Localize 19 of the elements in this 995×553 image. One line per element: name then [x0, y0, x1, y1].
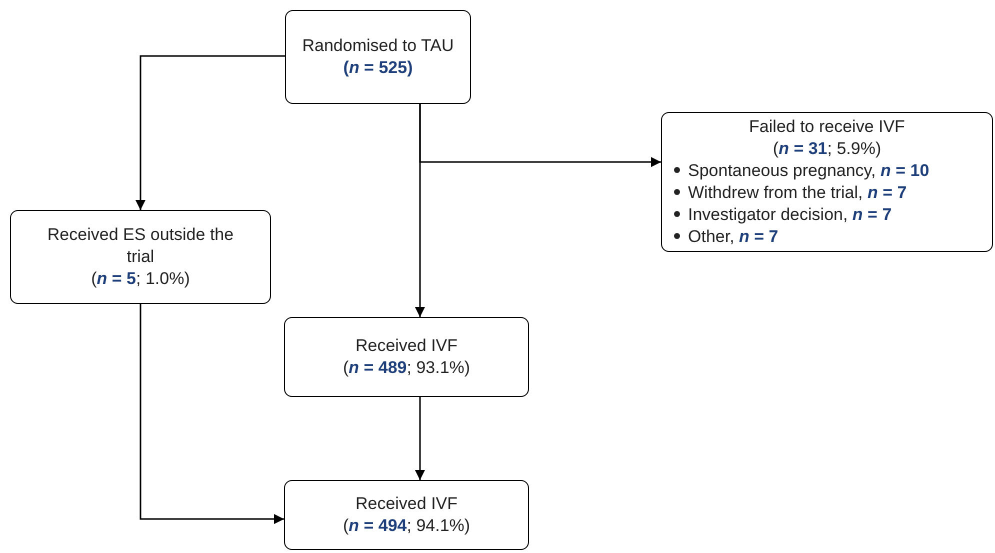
count-text: (n = 494; 94.1%) [342, 515, 472, 537]
list-item: Spontaneous pregnancy, n = 10 [688, 160, 930, 182]
process-box [661, 112, 993, 252]
count-text: (n = 489; 93.1%) [342, 357, 472, 379]
box-title: Randomised to TAU [301, 35, 455, 57]
process-box [285, 10, 471, 104]
box-title: Received ES outside the trial [46, 224, 235, 268]
list-item: Withdrew from the trial, n = 7 [688, 182, 907, 204]
process-box [10, 210, 271, 304]
process-box [284, 480, 529, 550]
list-item: Investigator decision, n = 7 [688, 204, 892, 226]
box-title: Received IVF [354, 493, 459, 515]
count-text: (n = 5; 1.0%) [90, 268, 191, 290]
list-item: Other, n = 7 [688, 226, 778, 248]
process-box [284, 317, 529, 397]
box-title: Failed to receive IVF [748, 116, 906, 138]
box-title: Received IVF [354, 335, 459, 357]
count-text: (n = 525) [342, 57, 414, 79]
count-text: (n = 31; 5.9%) [772, 138, 882, 160]
